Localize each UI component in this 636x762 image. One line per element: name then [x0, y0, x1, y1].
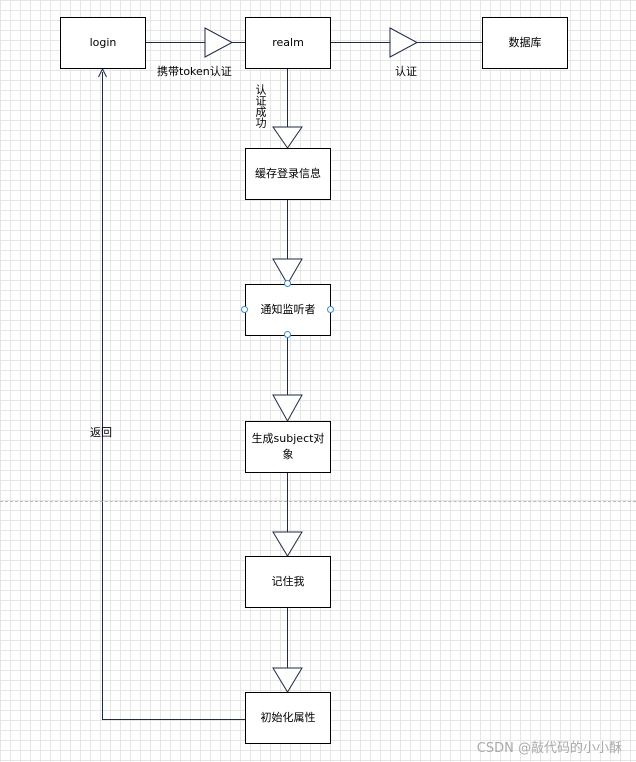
node-cache-login-info-label: 缓存登录信息 — [255, 167, 321, 181]
node-init-attributes-label: 初始化属性 — [260, 711, 316, 725]
arrowhead-notify-subject — [272, 394, 303, 423]
node-create-subject[interactable]: 生成subject对象 — [245, 421, 331, 473]
edge-init-login-return — [102, 72, 245, 720]
edge-label-auth-success[interactable]: 认证成功 — [254, 84, 267, 128]
arrowhead-login-realm — [204, 27, 234, 58]
arrowhead-realm-database — [389, 27, 419, 58]
node-init-attributes[interactable]: 初始化属性 — [245, 692, 331, 744]
page-break-line — [0, 501, 636, 502]
node-database-label: 数据库 — [508, 36, 542, 50]
node-notify-listener-label: 通知监听者 — [260, 303, 316, 317]
edge-label-return[interactable]: 返回 — [90, 426, 112, 439]
arrowhead-cache-notify — [272, 258, 303, 285]
node-database[interactable]: 数据库 — [482, 17, 568, 69]
edge-label-authenticate[interactable]: 认证 — [395, 65, 417, 78]
arrowhead-remember-init — [272, 667, 303, 693]
csdn-watermark: CSDN @敲代码的小小酥 — [476, 741, 622, 756]
node-login[interactable]: login — [60, 17, 146, 69]
node-cache-login-info[interactable]: 缓存登录信息 — [245, 148, 331, 200]
node-realm[interactable]: realm — [245, 17, 331, 69]
node-create-subject-label: 生成subject对象 — [251, 432, 325, 461]
edge-label-carry-token-auth[interactable]: 携带token认证 — [157, 65, 232, 78]
connection-handle-right[interactable] — [327, 306, 334, 313]
node-login-label: login — [89, 36, 117, 50]
arrowhead-subject-remember — [272, 531, 303, 557]
node-notify-listener[interactable]: 通知监听者 — [245, 284, 331, 336]
connection-handle-bottom[interactable] — [284, 331, 291, 338]
arrowhead-return — [98, 67, 107, 78]
node-remember-me[interactable]: 记住我 — [245, 556, 331, 608]
arrowhead-realm-cache — [272, 126, 303, 149]
connection-handle-left[interactable] — [241, 306, 248, 313]
node-realm-label: realm — [272, 36, 304, 50]
node-remember-me-label: 记住我 — [271, 575, 305, 589]
connection-handle-top[interactable] — [284, 280, 291, 287]
